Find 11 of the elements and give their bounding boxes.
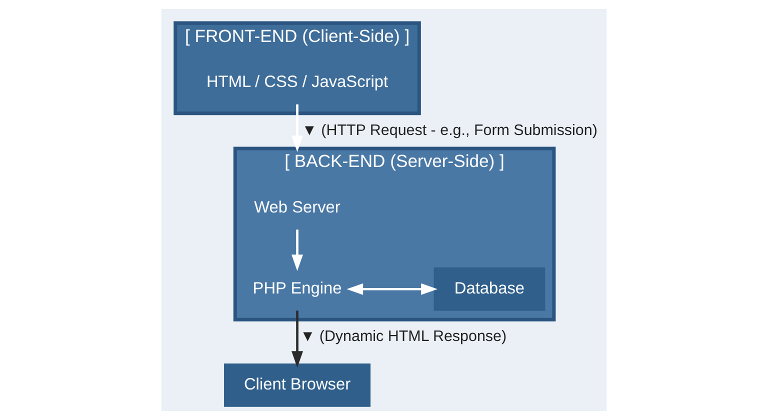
edge-label: ▼ (Dynamic HTML Response) [300,328,507,345]
node-text: HTML / CSS / JavaScript [206,72,388,91]
node-text: PHP Engine [252,278,342,297]
arrow [292,229,304,271]
edge-label: ▼ (HTTP Request - e.g., Form Submission) [302,121,598,138]
node-box: Database [434,266,546,310]
arrow [292,310,304,368]
arrow [346,282,438,294]
node-box: Client Browser [224,363,371,406]
arrow [292,104,304,152]
node-text: Web Server [254,198,340,216]
